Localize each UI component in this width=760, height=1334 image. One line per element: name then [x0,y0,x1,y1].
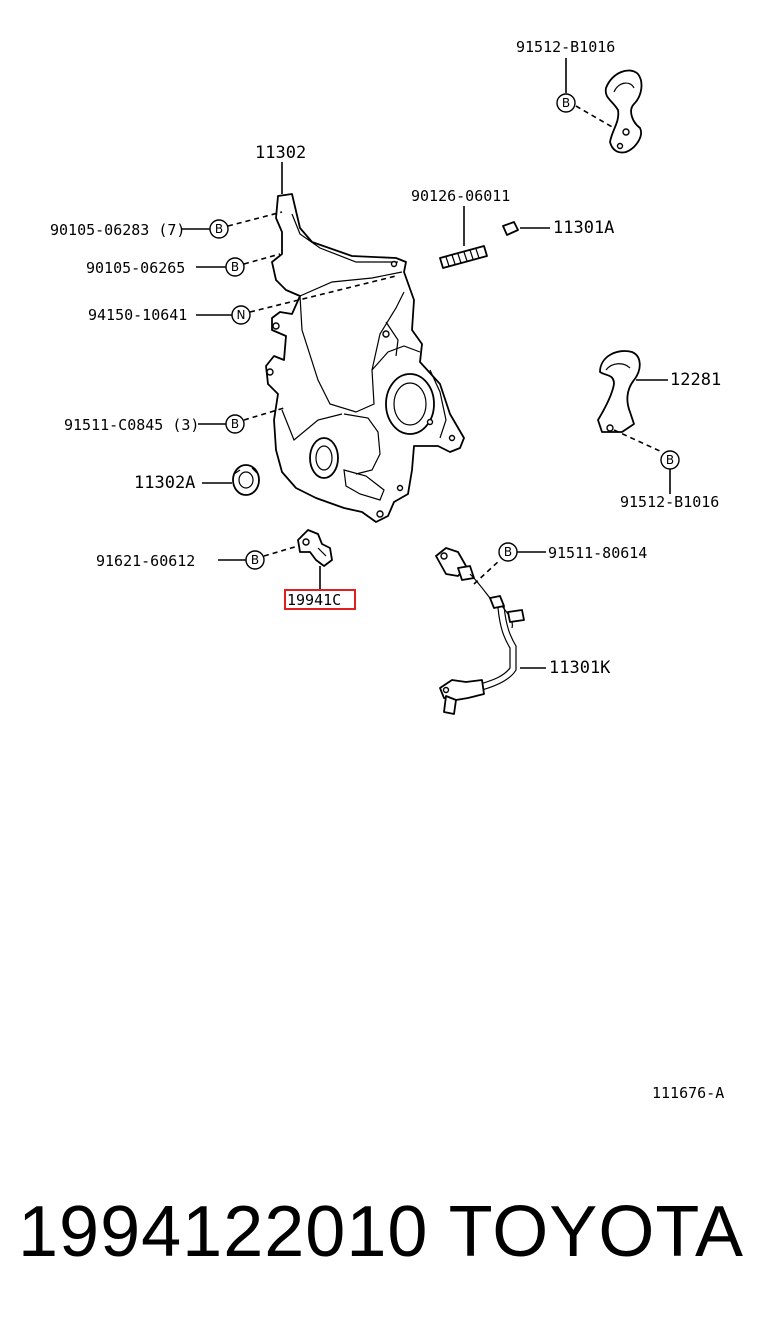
label-11302: 11302 [255,143,306,163]
svg-text:B: B [562,96,570,110]
svg-text:B: B [251,553,259,567]
label-91511-c0845: 91511-C0845 (3) [64,416,199,434]
label-12281: 12281 [670,370,721,390]
footer-brand: TOYOTA [448,1192,744,1272]
label-19941c: 19941C [287,591,341,609]
callout-b-06283: B [209,219,229,239]
callout-b-top: B [556,93,576,113]
label-91621-60612: 91621-60612 [96,552,195,570]
sensor-11301k [435,547,525,715]
footer-part-number: 1994122010 [18,1192,429,1272]
stud-bolt [439,245,488,269]
label-91512-b1016-top: 91512-B1016 [516,38,615,56]
callout-b-clamp: B [245,550,265,570]
svg-text:B: B [231,260,239,274]
bracket-12281 [597,350,641,433]
hook-bracket-top [604,69,643,154]
svg-text:N: N [237,308,246,322]
svg-text:B: B [215,222,223,236]
label-94150-10641: 94150-10641 [88,306,187,324]
label-91512-b1016-bottom: 91512-B1016 [620,493,719,511]
callout-n: N [231,305,251,325]
callout-b-06265: B [225,257,245,277]
diagram-id: 111676-A [652,1084,724,1102]
svg-text:B: B [666,453,674,467]
label-91511-80614: 91511-80614 [548,544,647,562]
label-90126-06011: 90126-06011 [411,187,510,205]
label-90105-06283: 90105-06283 (7) [50,221,185,239]
label-11301k: 11301K [549,658,611,678]
oil-seal [232,464,260,496]
label-11301a: 11301A [553,218,614,238]
callout-b-sensor: B [498,542,518,562]
highlight-box [284,589,356,610]
svg-text:B: B [504,545,512,559]
callout-b-bracket: B [660,450,680,470]
clamp-19941c [297,529,333,567]
svg-text:B: B [231,417,239,431]
timing-cover [265,193,465,523]
label-11302a: 11302A [134,473,195,493]
label-90105-06265: 90105-06265 [86,259,185,277]
nut-11301a [502,221,519,236]
callout-b-c0845: B [225,414,245,434]
